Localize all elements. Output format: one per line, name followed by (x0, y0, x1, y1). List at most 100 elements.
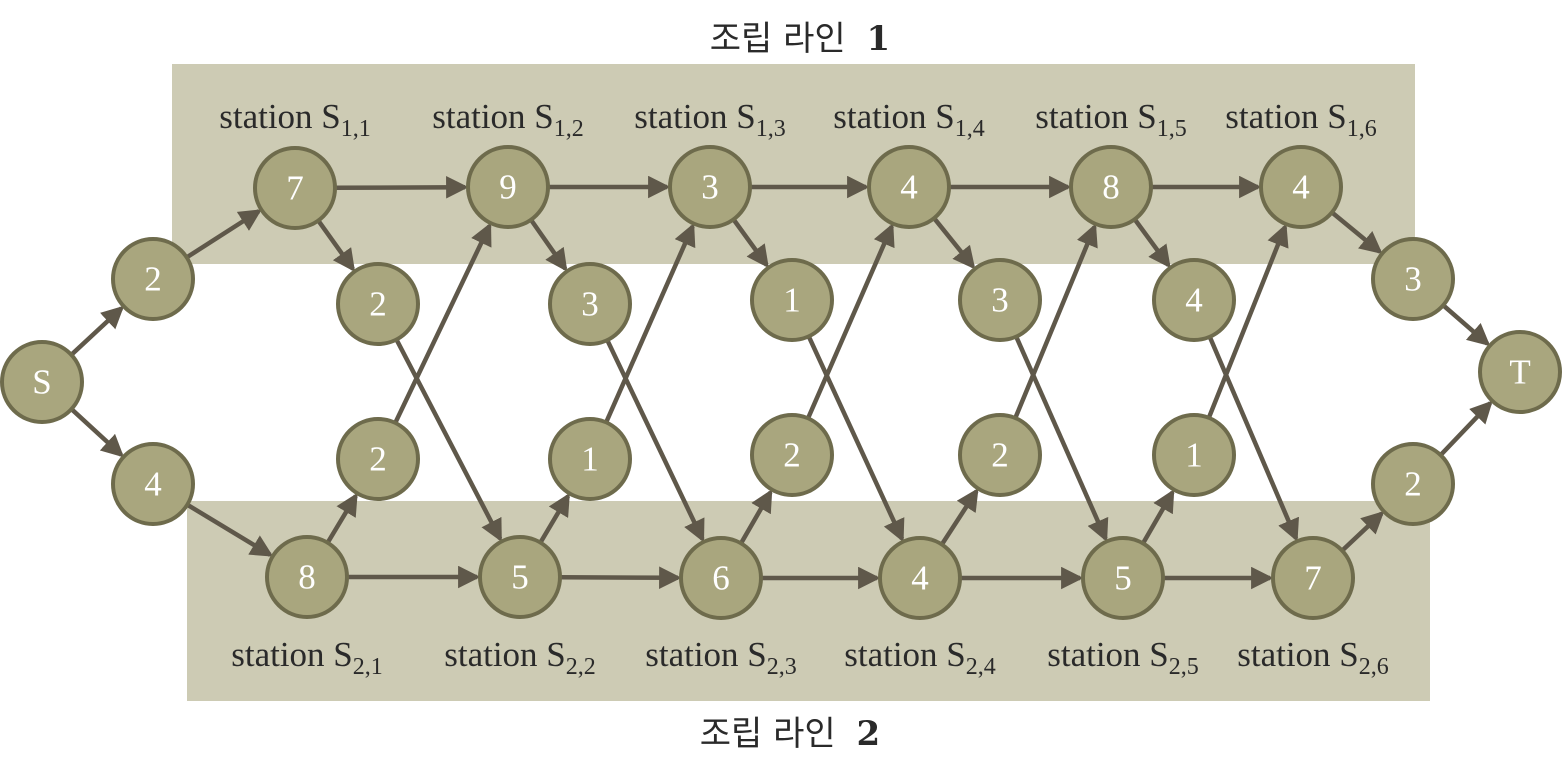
node-transfer-2to1-1-label: 2 (369, 440, 387, 479)
node-station-2-3: 6 (679, 536, 763, 620)
station-label-subscript: 2,3 (767, 654, 797, 680)
edge-arrow-d1-to-a2 (393, 222, 492, 424)
assembly-line-1-title-number: 1 (867, 19, 891, 59)
edge-arrow-u1-to-b2 (394, 338, 503, 543)
edge-arrow-b4-to-d4 (939, 488, 979, 546)
edge-arrow-b1-to-d1 (325, 492, 358, 544)
node-transfer-1to2-5: 4 (1152, 258, 1236, 342)
station-label-1-2: station S1,2 (432, 97, 584, 142)
station-label-prefix: station S (1237, 635, 1359, 674)
node-transfer-2to1-5-label: 1 (1185, 436, 1203, 475)
edge-arrow-e1-to-a1 (185, 209, 262, 260)
edge-arrow-a6-to-x1 (1330, 210, 1383, 254)
node-transfer-2to1-4-label: 2 (991, 436, 1009, 475)
edge-arrow-a5-to-u5 (1132, 217, 1171, 269)
station-label-2-2: station S2,2 (444, 635, 596, 680)
station-label-subscript: 1,3 (756, 116, 786, 142)
node-station-2-5-label: 5 (1114, 559, 1132, 598)
node-transfer-2to1-4: 2 (958, 413, 1042, 497)
node-station-2-6-label: 7 (1304, 559, 1322, 598)
edge-arrow-s-to-e2 (69, 407, 124, 458)
node-sink-label: T (1509, 353, 1530, 392)
edges-group (69, 175, 1493, 590)
node-exit-line1: 3 (1371, 237, 1455, 321)
station-label-subscript: 2,6 (1359, 654, 1389, 680)
node-transfer-2to1-3: 2 (750, 413, 834, 497)
node-source-label: S (32, 363, 51, 402)
node-transfer-1to2-3-label: 1 (783, 281, 801, 320)
station-label-subscript: 1,6 (1347, 116, 1377, 142)
node-station-2-4: 4 (878, 536, 962, 620)
station-label-subscript: 1,5 (1157, 116, 1187, 142)
edge-arrow-d2-to-a3 (604, 223, 696, 424)
edge-arrow-a4-to-u4 (932, 216, 976, 270)
edge-arrow-d3-to-a4 (805, 223, 895, 420)
node-exit-line2: 2 (1371, 442, 1455, 526)
node-transfer-1to2-3: 1 (750, 258, 834, 342)
node-transfer-2to1-1: 2 (336, 417, 420, 501)
node-entry-line1-label: 2 (144, 260, 162, 299)
node-transfer-1to2-2: 3 (548, 262, 632, 346)
station-label-2-5: station S2,5 (1047, 635, 1199, 680)
station-label-prefix: station S (1225, 97, 1347, 136)
node-transfer-1to2-4-label: 3 (991, 281, 1009, 320)
station-label-prefix: station S (219, 97, 341, 136)
edge-arrow-u3-to-b4 (806, 335, 905, 543)
nodes-group: S T 2 4 3 2 7 9 (0, 145, 1562, 620)
node-station-1-2-label: 9 (499, 168, 517, 207)
edge-arrow-b3-to-d3 (739, 489, 773, 545)
node-station-2-2-label: 5 (511, 558, 529, 597)
node-station-2-2: 5 (478, 535, 562, 619)
node-station-1-5-label: 8 (1102, 168, 1120, 207)
node-station-1-1-label: 7 (286, 169, 304, 208)
station-label-1-1: station S1,1 (219, 97, 371, 142)
edge-arrow-a1-to-u1 (316, 219, 356, 272)
station-label-2-1: station S2,1 (231, 635, 383, 680)
node-transfer-1to2-1: 2 (336, 262, 420, 346)
station-label-2-6: station S2,6 (1237, 635, 1389, 680)
station-label-2-3: station S2,3 (645, 635, 797, 680)
station-label-subscript: 1,1 (341, 116, 371, 142)
node-station-1-1: 7 (253, 146, 337, 230)
node-transfer-2to1-3-label: 2 (783, 436, 801, 475)
station-label-prefix: station S (432, 97, 554, 136)
node-station-2-1-label: 8 (298, 558, 316, 597)
node-station-1-3-label: 3 (701, 168, 719, 207)
edge-arrow-u4-to-b5 (1014, 335, 1109, 542)
node-station-1-2: 9 (466, 145, 550, 229)
station-label-prefix: station S (231, 635, 353, 674)
edge-arrow-b6-to-x2 (1340, 510, 1385, 553)
node-entry-line1: 2 (111, 237, 195, 321)
node-transfer-1to2-1-label: 2 (369, 285, 387, 324)
node-transfer-2to1-2-label: 1 (581, 440, 599, 479)
station-label-subscript: 2,2 (566, 654, 596, 680)
station-label-prefix: station S (444, 635, 566, 674)
edge-arrow-x2-to-t (1439, 400, 1493, 457)
node-station-2-5: 5 (1081, 536, 1165, 620)
node-station-1-4-label: 4 (900, 168, 918, 207)
node-station-2-4-label: 4 (911, 559, 929, 598)
station-label-1-3: station S1,3 (634, 97, 786, 142)
assembly-line-2-title-text: 조립 라인 (700, 714, 836, 754)
edge-arrow-a3-to-u3 (731, 218, 769, 269)
node-station-1-4: 4 (867, 145, 951, 229)
edge-arrow-u2-to-b3 (605, 339, 705, 543)
station-label-prefix: station S (1047, 635, 1169, 674)
edge-arrow-b5-to-d5 (1141, 489, 1175, 545)
assembly-line-2-title-number: 2 (857, 714, 881, 754)
node-station-2-6: 7 (1271, 536, 1355, 620)
edge-arrow-b2-to-b3 (559, 566, 682, 589)
station-label-subscript: 2,1 (353, 654, 383, 680)
edge-arrow-d5-to-a6 (1206, 223, 1289, 419)
node-station-1-6: 4 (1259, 145, 1343, 229)
node-station-1-3: 3 (668, 145, 752, 229)
edge-arrow-d4-to-a5 (1013, 223, 1098, 419)
station-label-2-4: station S2,4 (844, 635, 996, 680)
station-label-1-4: station S1,4 (833, 97, 985, 142)
assembly-line-2-title: 조립 라인 2 (700, 714, 880, 754)
station-label-prefix: station S (1035, 97, 1157, 136)
node-station-2-1: 8 (265, 535, 349, 619)
node-sink: T (1478, 330, 1562, 414)
node-source: S (0, 340, 84, 424)
